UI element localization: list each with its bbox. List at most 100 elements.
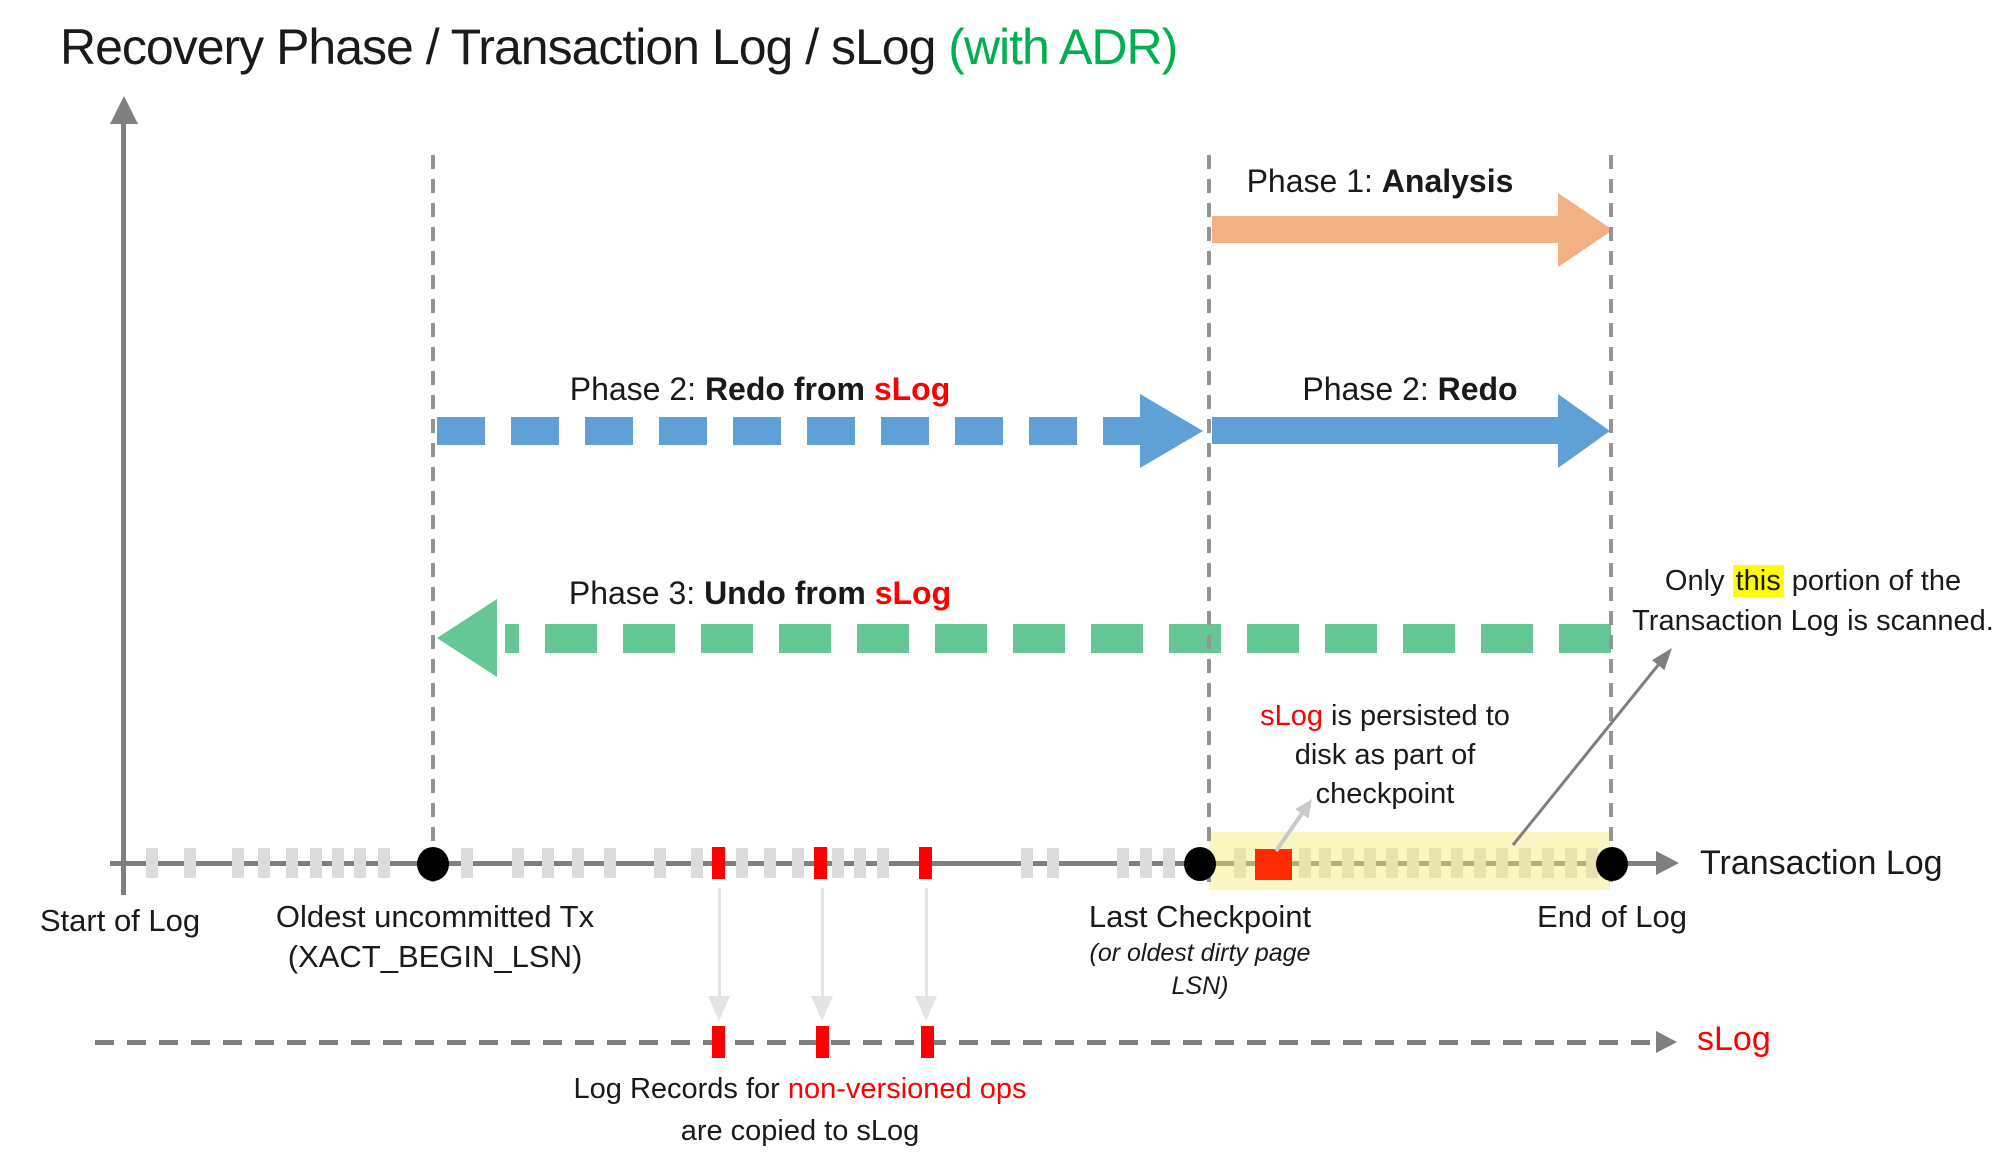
log-record-tick: [184, 848, 196, 878]
phase2-slog-label: Phase 2: Redo from sLog: [460, 371, 1060, 408]
log-record-tick: [146, 848, 158, 878]
log-record-tick: [1163, 848, 1175, 878]
log-record-tick: [1047, 848, 1059, 878]
guide-line-last-checkpoint: [1207, 155, 1211, 882]
phase2-arrowhead-icon: [1558, 394, 1610, 468]
phase2-slog-arrowhead-icon: [1140, 394, 1203, 468]
end-of-log-marker: [1596, 847, 1628, 881]
log-record-tick: [1407, 848, 1419, 878]
phase1-prefix: Phase 1:: [1246, 163, 1382, 199]
last-checkpoint-marker: [1184, 847, 1216, 881]
slog-arrowhead-icon: [1656, 1031, 1677, 1053]
slog-record-tick: [921, 1026, 934, 1058]
copy-connector-arrowhead-icon: [708, 996, 730, 1021]
copy-connector-line: [925, 888, 928, 996]
log-record-tick: [461, 848, 473, 878]
persist-note-line2: disk as part of: [1294, 739, 1476, 771]
log-record-tick: [1565, 848, 1577, 878]
slog-record-tick: [816, 1026, 829, 1058]
log-record-tick: [691, 848, 703, 878]
persist-note-line3: checkpoint: [1315, 778, 1455, 810]
phase3-prefix: Phase 3:: [568, 575, 705, 611]
copy-connector-line: [718, 888, 721, 996]
log-record-tick: [1542, 848, 1554, 878]
phase2-redo-arrow: [1212, 417, 1558, 444]
phase1-arrowhead-icon: [1558, 193, 1613, 267]
page-title: Recovery Phase / Transaction Log / sLog …: [60, 18, 1178, 76]
log-record-tick: [1519, 848, 1531, 878]
phase1-name: Analysis: [1381, 163, 1514, 199]
log-record-tick: [1299, 848, 1311, 878]
log-record-tick: [832, 848, 844, 878]
oldest-uncommitted-tx-label: Oldest uncommitted Tx (XACT_BEGIN_LSN): [235, 897, 635, 977]
non-versioned-log-record-tick: [919, 847, 932, 879]
scan-note-post: portion of the: [1783, 565, 1962, 597]
log-record-tick: [1451, 848, 1463, 878]
phase3-label: Phase 3: Undo from sLog: [460, 575, 1060, 612]
transaction-log-arrowhead-icon: [1656, 851, 1679, 875]
phase3-arrowhead-icon: [437, 599, 497, 677]
log-record-tick: [1342, 848, 1354, 878]
persist-note-slog: sLog: [1260, 700, 1323, 732]
phase2-slog-highlight: sLog: [873, 371, 951, 407]
oldest-tx-line1: Oldest uncommitted Tx: [275, 899, 595, 934]
slog-persisted-marker: [1255, 849, 1292, 880]
copy-note-line2: are copied to sLog: [680, 1115, 920, 1147]
copy-connector-line: [821, 888, 824, 996]
phase1-label: Phase 1: Analysis: [1180, 163, 1580, 200]
slog-persist-note: sLog is persisted to disk as part of che…: [1250, 697, 1520, 814]
copy-note-line1: Log Records for: [573, 1073, 788, 1105]
last-checkpoint-line1: Last Checkpoint: [1088, 899, 1312, 934]
oldest-tx-line2: (XACT_BEGIN_LSN): [287, 939, 583, 974]
log-record-tick: [854, 848, 866, 878]
end-of-log-label: End of Log: [1537, 899, 1687, 934]
phase2-label: Phase 2: Redo: [1210, 371, 1610, 408]
phase3-name: Undo from: [704, 575, 875, 611]
log-record-tick: [232, 848, 244, 878]
guide-line-end-of-log: [1609, 155, 1613, 882]
copy-connector-arrowhead-icon: [811, 996, 833, 1021]
scan-note-line2: Transaction Log is scanned.: [1632, 605, 1994, 637]
non-versioned-log-record-tick: [814, 847, 827, 879]
copy-to-slog-note: Log Records for non-versioned ops are co…: [520, 1068, 1080, 1152]
phase1-analysis-arrow: [1212, 216, 1558, 243]
phase2-name: Redo: [1437, 371, 1518, 407]
slog-record-tick: [712, 1026, 725, 1058]
log-record-tick: [332, 848, 344, 878]
log-record-tick: [1021, 848, 1033, 878]
slog-label: sLog: [1697, 1020, 1771, 1058]
last-checkpoint-sub1: (or oldest dirty page: [1089, 939, 1311, 967]
log-record-tick: [1234, 848, 1246, 878]
log-record-tick: [286, 848, 298, 878]
slog-axis: [95, 1040, 1658, 1045]
scan-portion-note: Only this portion of the Transaction Log…: [1625, 561, 2001, 641]
phase3-highlight: sLog: [874, 575, 952, 611]
phase2-slog-prefix: Phase 2:: [569, 371, 705, 407]
phase2-slog-name: Redo from: [704, 371, 874, 407]
scan-note-highlight: this: [1732, 565, 1784, 597]
phase3-undo-from-slog-arrow: [505, 624, 1611, 653]
start-of-log-label: Start of Log: [39, 903, 201, 938]
log-record-tick: [1319, 848, 1331, 878]
log-record-tick: [736, 848, 748, 878]
log-record-tick: [792, 848, 804, 878]
log-record-tick: [654, 848, 666, 878]
log-record-tick: [1586, 848, 1598, 878]
copy-connector-arrowhead-icon: [915, 996, 937, 1021]
non-versioned-log-record-tick: [712, 847, 725, 879]
log-record-tick: [354, 848, 366, 878]
log-record-tick: [1364, 848, 1376, 878]
log-record-tick: [604, 848, 616, 878]
log-record-tick: [1496, 848, 1508, 878]
log-record-tick: [542, 848, 554, 878]
log-record-tick: [1386, 848, 1398, 878]
last-checkpoint-label: Last Checkpoint (or oldest dirty page LS…: [1035, 897, 1365, 1003]
log-record-tick: [310, 848, 322, 878]
log-record-tick: [1117, 848, 1129, 878]
log-record-tick: [764, 848, 776, 878]
phase2-redo-from-slog-arrow: [437, 417, 1140, 445]
phase2-prefix: Phase 2:: [1302, 371, 1438, 407]
log-record-tick: [877, 848, 889, 878]
